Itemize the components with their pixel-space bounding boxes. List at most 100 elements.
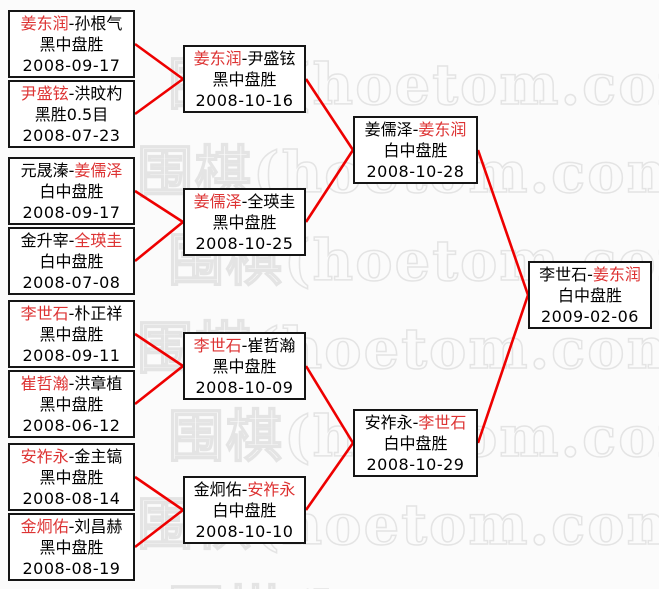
player2-name: 洪旼杓 bbox=[74, 84, 123, 103]
player1-name: 姜东润 bbox=[20, 14, 69, 33]
player2-name: 安祚永 bbox=[247, 480, 296, 499]
bracket-line bbox=[304, 78, 355, 151]
players-separator: - bbox=[68, 304, 75, 323]
bracket-line bbox=[134, 42, 184, 81]
match-result: 白中盘胜 bbox=[39, 252, 104, 271]
player2-name: 洪章植 bbox=[74, 374, 123, 393]
match-date: 2008-10-29 bbox=[366, 455, 465, 474]
match-players: 姜儒泽-姜东润 bbox=[355, 119, 476, 140]
player2-name: 李世石 bbox=[418, 413, 467, 432]
bracket-line bbox=[476, 294, 530, 444]
match-result: 黑中盘胜 bbox=[39, 395, 104, 414]
match-result: 黑中盘胜 bbox=[39, 468, 104, 487]
player1-name: 元晟溱 bbox=[20, 161, 69, 180]
bracket-line bbox=[134, 475, 184, 512]
bracket-line bbox=[304, 365, 355, 444]
match-date: 2008-10-10 bbox=[195, 522, 294, 541]
player2-name: 姜儒泽 bbox=[74, 161, 123, 180]
match-box: 尹盛铉-洪旼杓 黑胜0.5目 2008-07-23 bbox=[8, 80, 135, 148]
match-box: 姜儒泽-全瑛圭 黑中盘胜 2008-10-25 bbox=[183, 188, 306, 256]
bracket-line bbox=[476, 149, 530, 296]
match-date: 2008-10-25 bbox=[195, 234, 294, 253]
player2-name: 姜东润 bbox=[592, 265, 641, 284]
match-players: 李世石-朴正祥 bbox=[10, 303, 133, 324]
players-separator: - bbox=[68, 374, 75, 393]
match-date: 2008-08-14 bbox=[22, 489, 121, 508]
player1-name: 尹盛铉 bbox=[20, 84, 69, 103]
players-separator: - bbox=[68, 84, 75, 103]
match-date: 2008-09-11 bbox=[22, 346, 121, 365]
player1-name: 金升宰 bbox=[20, 231, 69, 250]
bracket-line bbox=[134, 189, 184, 224]
match-date: 2008-06-12 bbox=[22, 416, 121, 435]
match-box: 李世石-朴正祥 黑中盘胜 2008-09-11 bbox=[8, 300, 135, 368]
match-box: 崔哲瀚-洪章植 黑中盘胜 2008-06-12 bbox=[8, 370, 135, 438]
bracket-line bbox=[134, 364, 184, 406]
match-date: 2008-07-23 bbox=[22, 126, 121, 145]
match-date: 2008-10-28 bbox=[366, 162, 465, 181]
match-result: 黑中盘胜 bbox=[212, 357, 277, 376]
match-date: 2008-08-19 bbox=[22, 559, 121, 578]
players-separator: - bbox=[68, 231, 75, 250]
match-result: 黑中盘胜 bbox=[212, 70, 277, 89]
players-separator: - bbox=[241, 336, 248, 355]
match-box: 李世石-姜东润 白中盘胜 2009-02-06 bbox=[528, 261, 652, 329]
player2-name: 孙根气 bbox=[74, 14, 123, 33]
player2-name: 崔哲瀚 bbox=[247, 336, 296, 355]
player1-name: 安祚永 bbox=[364, 413, 413, 432]
player1-name: 李世石 bbox=[539, 265, 588, 284]
match-result: 黑中盘胜 bbox=[39, 325, 104, 344]
bracket-line bbox=[134, 220, 184, 263]
match-players: 金炯佑-安祚永 bbox=[185, 479, 304, 500]
match-result: 白中盘胜 bbox=[383, 434, 448, 453]
players-separator: - bbox=[412, 120, 419, 139]
bracket-line bbox=[134, 77, 184, 116]
player1-name: 李世石 bbox=[20, 304, 69, 323]
match-players: 姜东润-尹盛铉 bbox=[185, 48, 304, 69]
player1-name: 安祚永 bbox=[20, 447, 69, 466]
player1-name: 金炯佑 bbox=[20, 517, 69, 536]
players-separator: - bbox=[412, 413, 419, 432]
match-box: 元晟溱-姜儒泽 白中盘胜 2008-09-17 bbox=[8, 157, 135, 225]
match-date: 2008-10-16 bbox=[195, 91, 294, 110]
players-separator: - bbox=[68, 447, 75, 466]
player2-name: 刘昌赫 bbox=[74, 517, 123, 536]
match-box: 金炯佑-刘昌赫 黑中盘胜 2008-08-19 bbox=[8, 513, 135, 581]
match-result: 白中盘胜 bbox=[39, 182, 104, 201]
match-box: 安祚永-李世石 白中盘胜 2008-10-29 bbox=[353, 409, 478, 477]
match-box: 李世石-崔哲瀚 黑中盘胜 2008-10-09 bbox=[183, 332, 306, 400]
match-date: 2008-10-09 bbox=[195, 378, 294, 397]
match-date: 2008-09-17 bbox=[22, 203, 121, 222]
match-players: 元晟溱-姜儒泽 bbox=[10, 160, 133, 181]
match-players: 姜儒泽-全瑛圭 bbox=[185, 191, 304, 212]
player1-name: 崔哲瀚 bbox=[20, 374, 69, 393]
match-players: 姜东润-孙根气 bbox=[10, 13, 133, 34]
match-result: 黑中盘胜 bbox=[212, 213, 277, 232]
player1-name: 姜东润 bbox=[193, 49, 242, 68]
match-date: 2009-02-06 bbox=[541, 307, 639, 326]
players-separator: - bbox=[241, 480, 248, 499]
player2-name: 金主镐 bbox=[74, 447, 123, 466]
players-separator: - bbox=[587, 265, 593, 284]
bracket-line bbox=[304, 149, 355, 223]
match-box: 金升宰-全瑛圭 白中盘胜 2008-07-08 bbox=[8, 227, 135, 295]
match-date: 2008-09-17 bbox=[22, 56, 121, 75]
players-separator: - bbox=[68, 161, 75, 180]
player2-name: 全瑛圭 bbox=[74, 231, 123, 250]
match-box: 姜东润-孙根气 黑中盘胜 2008-09-17 bbox=[8, 10, 135, 78]
match-players: 金炯佑-刘昌赫 bbox=[10, 516, 133, 537]
match-players: 安祚永-李世石 bbox=[355, 412, 476, 433]
match-result: 白中盘胜 bbox=[212, 501, 277, 520]
players-separator: - bbox=[68, 14, 75, 33]
player1-name: 姜儒泽 bbox=[364, 120, 413, 139]
player2-name: 全瑛圭 bbox=[247, 192, 296, 211]
player2-name: 朴正祥 bbox=[74, 304, 123, 323]
player2-name: 姜东润 bbox=[418, 120, 467, 139]
match-box: 姜儒泽-姜东润 白中盘胜 2008-10-28 bbox=[353, 116, 478, 184]
match-result: 黑中盘胜 bbox=[39, 538, 104, 557]
player2-name: 尹盛铉 bbox=[247, 49, 296, 68]
match-players: 崔哲瀚-洪章植 bbox=[10, 373, 133, 394]
match-box: 姜东润-尹盛铉 黑中盘胜 2008-10-16 bbox=[183, 45, 306, 113]
players-separator: - bbox=[68, 517, 75, 536]
